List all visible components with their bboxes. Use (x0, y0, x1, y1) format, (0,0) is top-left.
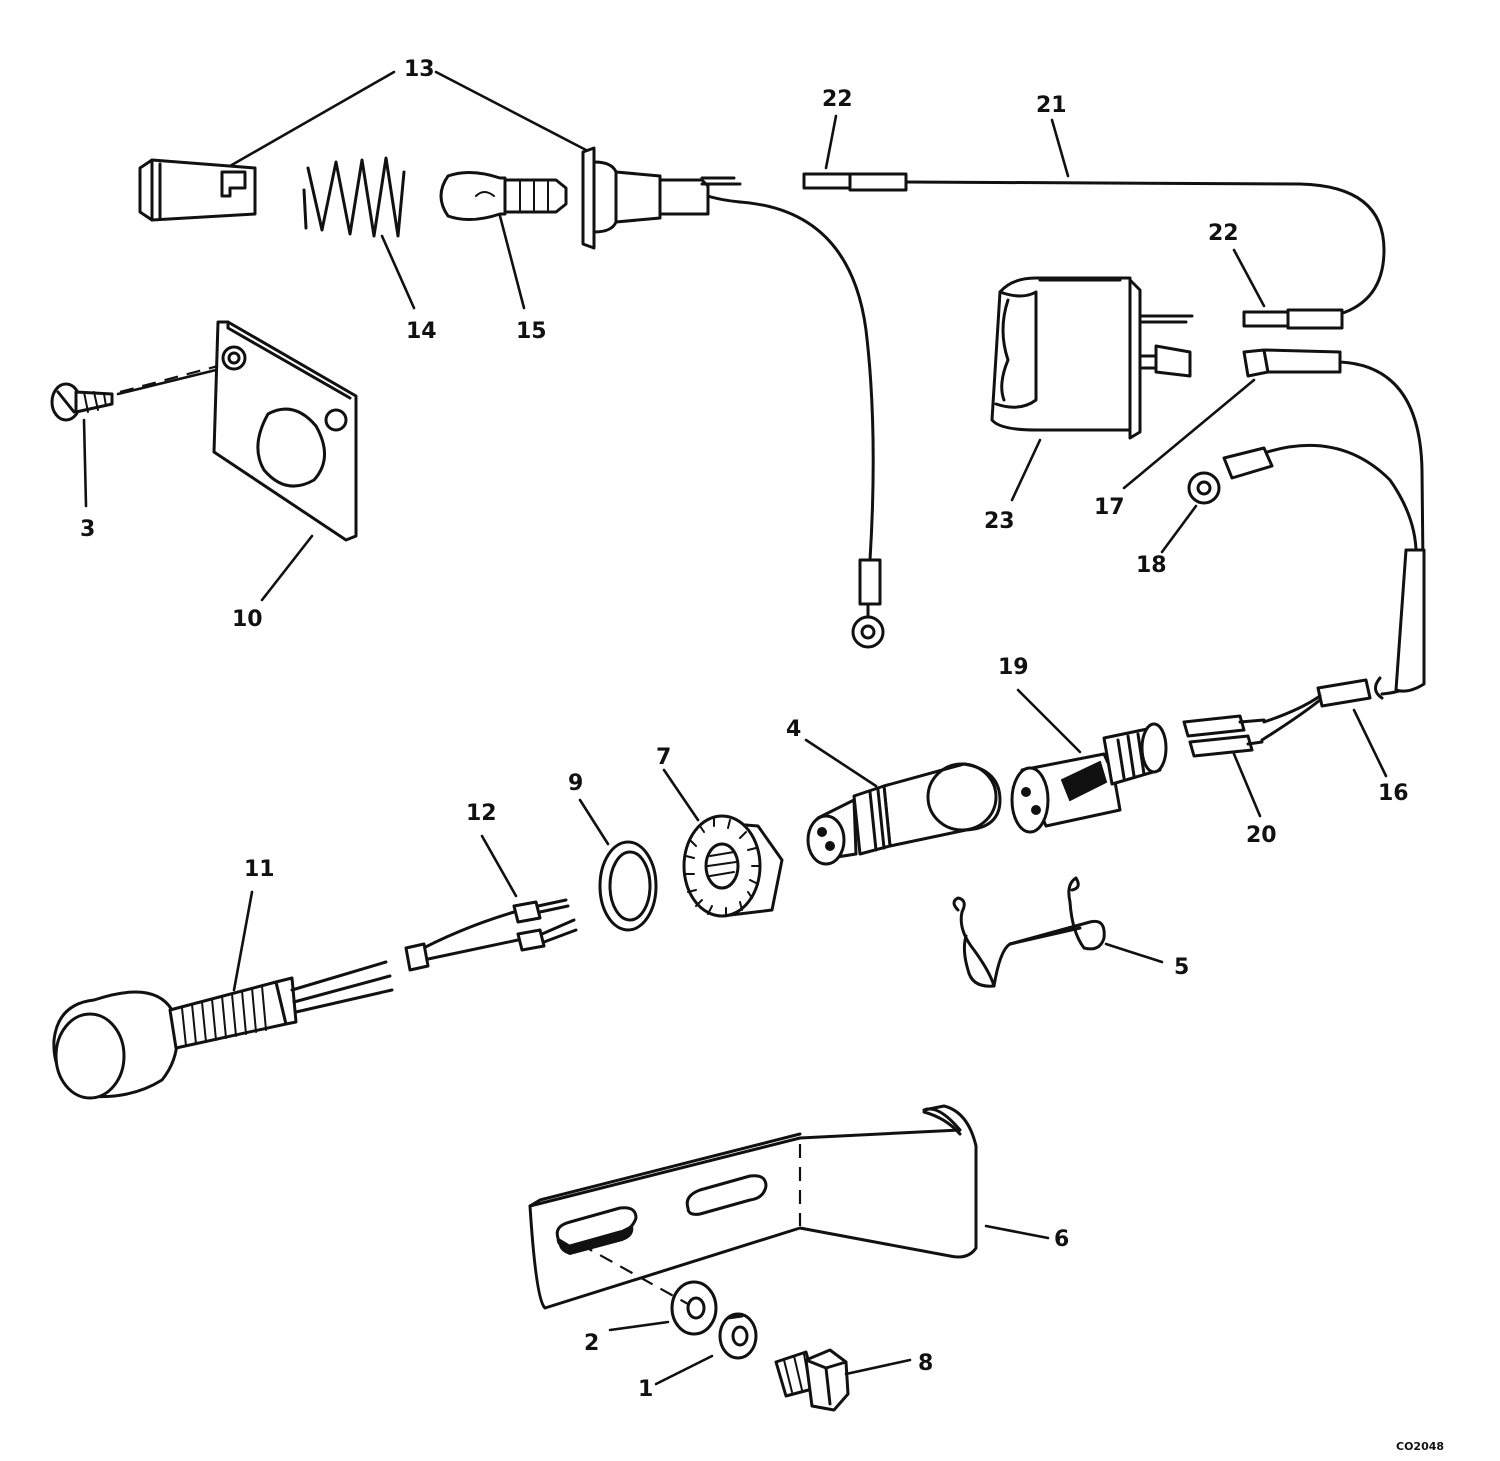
callout-18: 18 (1136, 553, 1167, 578)
hex-bolt (774, 1348, 850, 1412)
push-button (52, 960, 394, 1100)
callout-16: 16 (1378, 781, 1409, 806)
callout-19: 19 (998, 655, 1029, 680)
callout-8: 8 (918, 1351, 933, 1376)
callout-22-top: 22 (822, 87, 853, 112)
wire-clip (952, 876, 1106, 988)
callout-6: 6 (1054, 1227, 1069, 1252)
lamp-cap (138, 158, 257, 222)
callout-20: 20 (1246, 823, 1277, 848)
callout-4: 4 (786, 717, 801, 742)
mounting-bracket (528, 1104, 978, 1310)
callout-labels: 13 14 15 22 21 22 23 17 18 3 10 19 16 20… (80, 57, 1444, 1453)
leader-lines (82, 70, 1388, 1386)
spring (302, 156, 406, 238)
connector-body (806, 762, 1002, 866)
callout-22-right: 22 (1208, 221, 1239, 246)
callout-2: 2 (584, 1331, 599, 1356)
plug (1010, 722, 1168, 834)
flat-washer (670, 1280, 718, 1336)
callout-1: 1 (638, 1377, 653, 1402)
callout-5: 5 (1174, 955, 1189, 980)
callout-14: 14 (406, 319, 437, 344)
callout-17: 17 (1094, 495, 1125, 520)
callout-15: 15 (516, 319, 547, 344)
screw (50, 382, 114, 422)
lamp-bulb (439, 171, 568, 221)
callout-9: 9 (568, 771, 583, 796)
callout-12: 12 (466, 801, 497, 826)
jumper-wire (802, 172, 1386, 330)
o-ring (598, 840, 658, 932)
callout-3: 3 (80, 517, 95, 542)
nut (682, 814, 784, 918)
callout-11: 11 (244, 857, 275, 882)
wiring-harness (1182, 348, 1426, 758)
switch-housing (990, 276, 1194, 440)
callout-10: 10 (232, 607, 263, 632)
mounting-plate (212, 320, 358, 542)
callout-21: 21 (1036, 93, 1067, 118)
callout-13: 13 (404, 57, 435, 82)
lamp-socket (581, 146, 885, 649)
figure-code: CO2048 (1396, 1440, 1444, 1453)
callout-23: 23 (984, 509, 1015, 534)
callout-7: 7 (656, 745, 671, 770)
terminal-pins (404, 898, 578, 972)
lock-washer (718, 1312, 758, 1360)
